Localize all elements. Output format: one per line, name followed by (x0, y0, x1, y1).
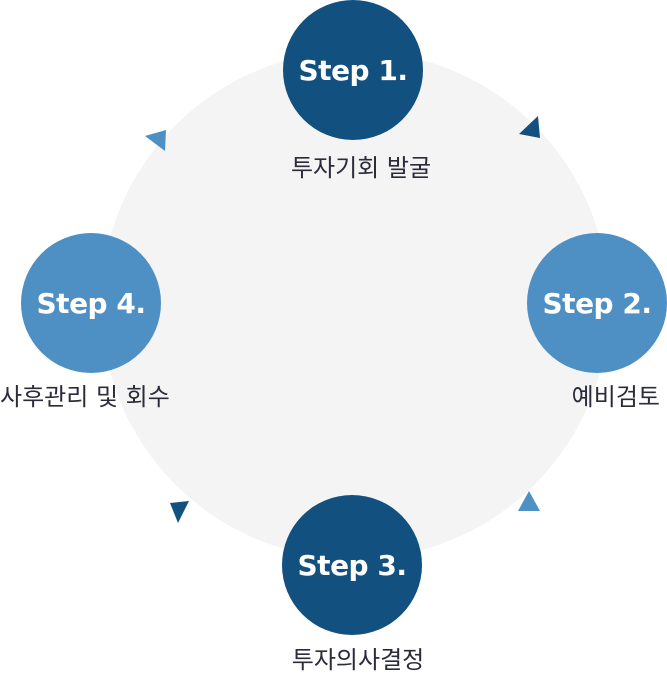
step-1-title: Step 1. (298, 53, 408, 87)
step-1-circle: Step 1. (283, 0, 423, 140)
step-4-circle: Step 4. (21, 233, 161, 373)
step-2-label: 예비검토 (571, 383, 660, 411)
step-3-circle: Step 3. (282, 495, 422, 635)
step-4-title: Step 4. (36, 286, 146, 320)
step-2-title: Step 2. (542, 286, 652, 320)
step-4-label: 사후관리 및 회수 (0, 383, 170, 411)
step-3-label: 투자의사결정 (291, 646, 425, 674)
step-2-circle: Step 2. (527, 233, 667, 373)
step-1-label: 투자기회 발굴 (290, 154, 432, 182)
arrow-3-to-4-icon (170, 501, 189, 523)
step-3-title: Step 3. (297, 548, 407, 582)
